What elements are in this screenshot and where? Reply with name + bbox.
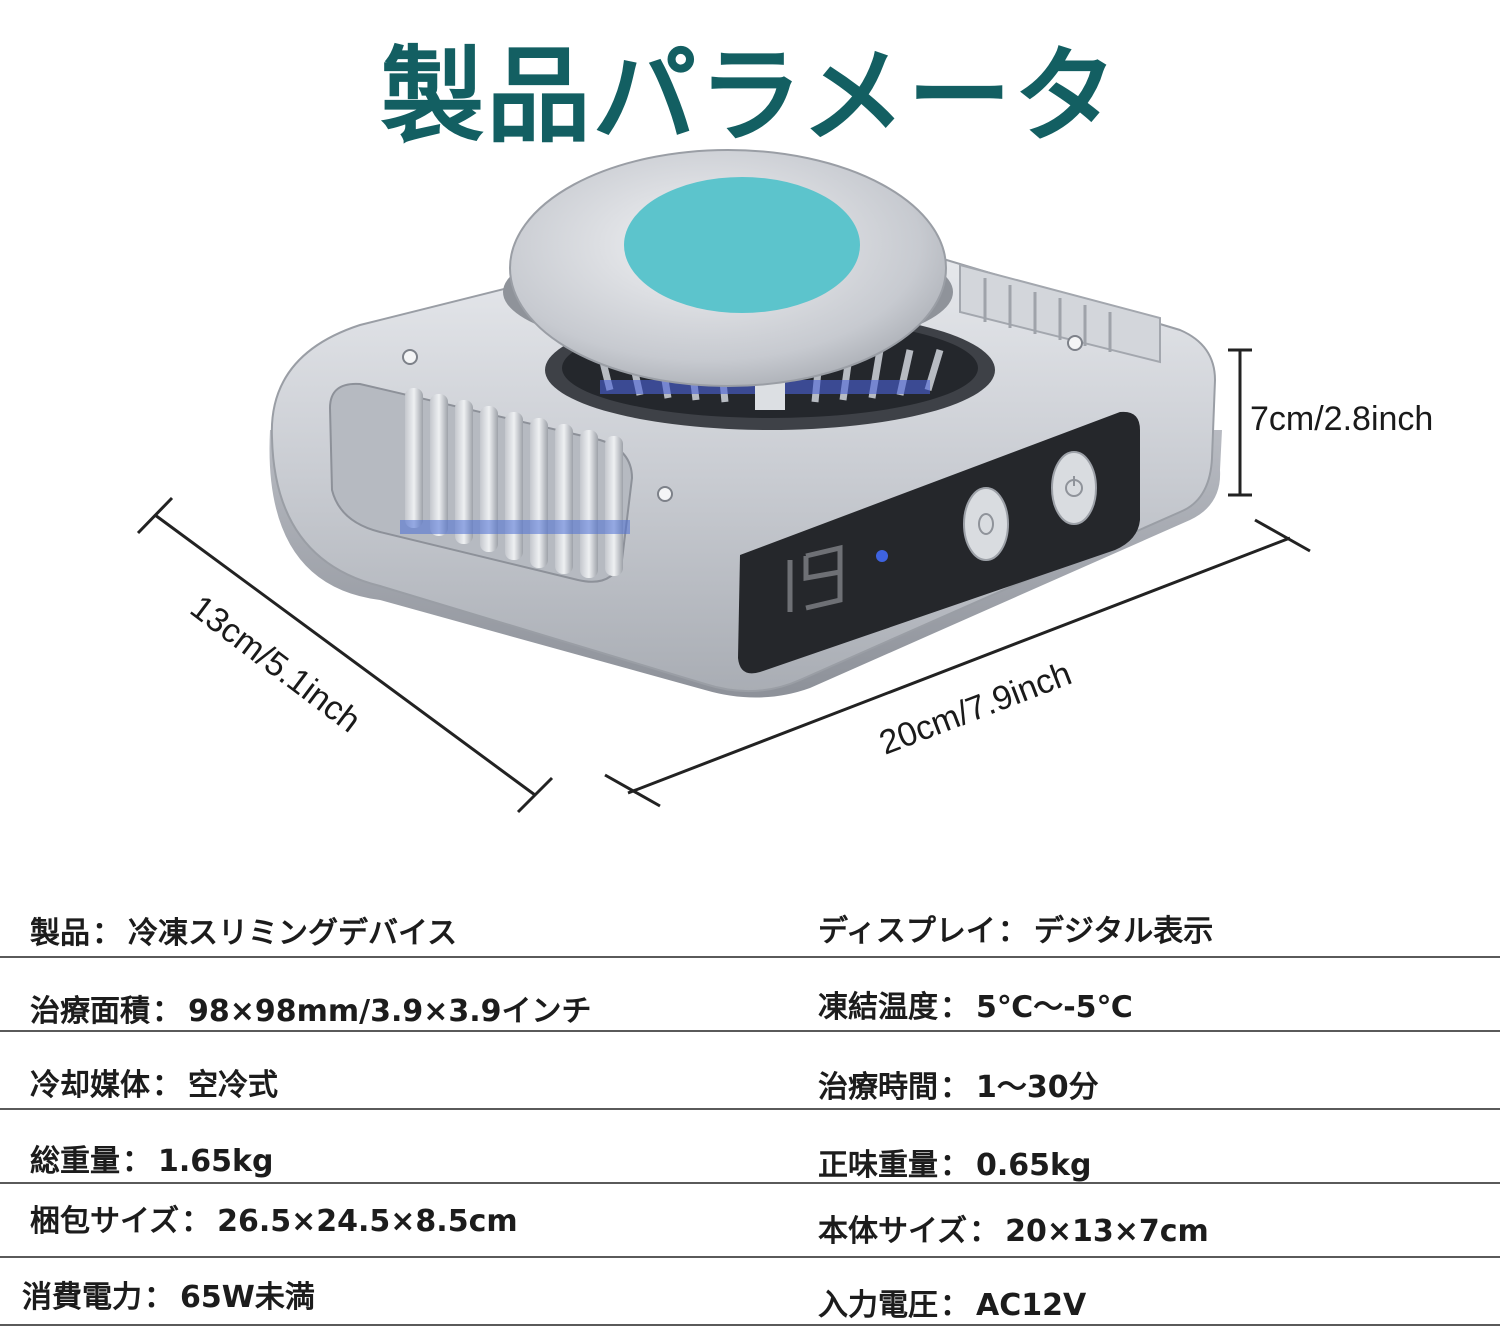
spec-left: 消費電力：65W未満 [22, 1280, 315, 1315]
cooling-device: 19 [269, 149, 1222, 698]
power-icon [1065, 476, 1083, 497]
snowflake-icon [876, 550, 888, 562]
spec-left: 製品：冷凍スリミングデバイス [30, 916, 458, 951]
spec-right: 本体サイズ：20×13×7cm [818, 1214, 1209, 1249]
spec-right: ディスプレイ：デジタル表示 [818, 914, 1214, 949]
spec-left: 総重量：1.65kg [30, 1144, 274, 1179]
spec-left: 冷却媒体：空冷式 [30, 1068, 278, 1103]
depth-dimension [136, 496, 554, 814]
spec-right: 治療時間：1～30分 [818, 1070, 1099, 1105]
spec-right: 入力電圧：AC12V [818, 1288, 1087, 1323]
width-dimension [604, 518, 1311, 808]
spec-left: 治療面積：98×98mm/3.9×3.9インチ [30, 994, 592, 1029]
cooling-pad [624, 177, 860, 313]
power-button[interactable] [1051, 451, 1097, 525]
width-label: 20cm/7.9inch [874, 655, 1076, 763]
product-figure: 19 7cm/2.8inch 20cm/7.9inch [136, 149, 1433, 814]
cooling-disc [503, 149, 953, 387]
height-dimension [1228, 348, 1252, 497]
heat-sink-fins [400, 388, 630, 578]
spec-right: 正味重量：0.65kg [818, 1148, 1092, 1183]
spec-right: 凍結温度：5℃～-5℃ [818, 990, 1133, 1025]
mode-button[interactable] [963, 487, 1009, 561]
depth-label: 13cm/5.1inch [183, 588, 367, 740]
spec-left: 梱包サイズ：26.5×24.5×8.5cm [30, 1204, 518, 1239]
height-label: 7cm/2.8inch [1250, 400, 1433, 438]
control-panel: 19 [738, 411, 1140, 674]
digital-display [787, 544, 843, 612]
page-title: 製品パラメータ [380, 35, 1120, 157]
